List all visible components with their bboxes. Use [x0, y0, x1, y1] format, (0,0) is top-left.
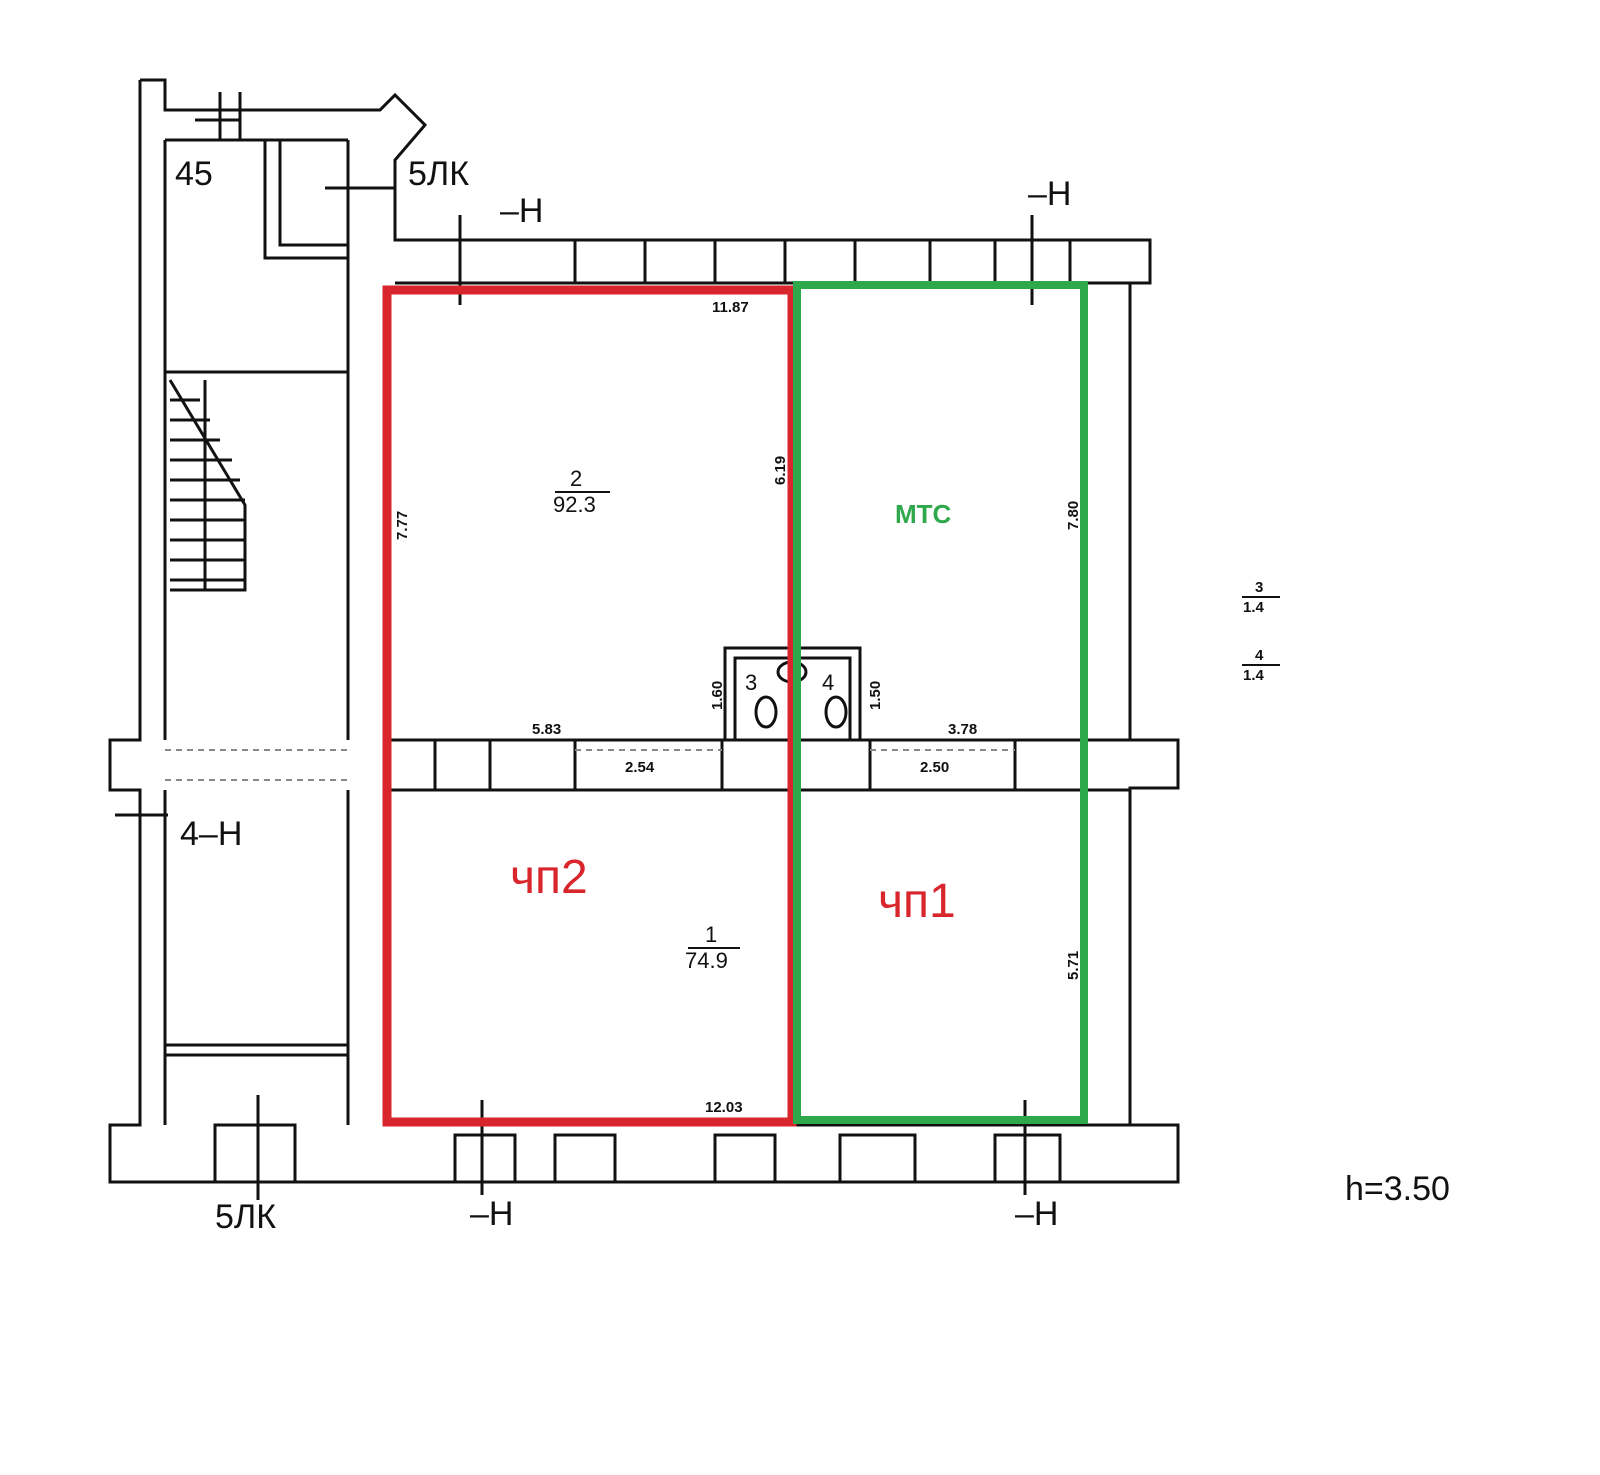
- dim-right-height: 7.80: [1065, 501, 1082, 530]
- zone-mts-label: МТС: [895, 499, 952, 529]
- dim-left-height: 7.77: [394, 511, 411, 540]
- zone-chp2-label: чп2: [510, 851, 588, 904]
- dim-mid-height: 6.19: [772, 456, 789, 485]
- dim-wc-left: 1.60: [709, 681, 726, 710]
- side4-number: 4: [1255, 647, 1264, 664]
- room1-number: 1: [705, 922, 717, 947]
- room1-area: 74.9: [685, 948, 728, 973]
- zone-chp2-outline: [382, 285, 797, 1127]
- dim-right-lower-height: 5.71: [1065, 951, 1082, 980]
- side4-area: 1.4: [1243, 667, 1265, 684]
- side3-number: 3: [1255, 579, 1263, 596]
- label-height: h=3.50: [1345, 1170, 1450, 1208]
- plan-labels: 45 5ЛК 5ЛК 4–Н –Н –Н –Н –Н h=3.50 11.87 …: [175, 155, 1450, 1236]
- zone-chp1-label: чп1: [878, 875, 956, 928]
- label-axis-bottom-right: –Н: [1015, 1195, 1058, 1233]
- label-axis-top-right: –Н: [1028, 175, 1071, 213]
- plan-dashed: [165, 749, 1015, 781]
- dim-right-span: 3.78: [948, 721, 977, 738]
- room2-number: 2: [570, 466, 582, 491]
- label-stair-bottom: 5ЛК: [215, 1198, 276, 1236]
- dim-wc-right: 1.50: [867, 681, 884, 710]
- label-axis-bottom-left: –Н: [470, 1195, 513, 1233]
- dim-left-span: 5.83: [532, 721, 561, 738]
- dim-bottom-width: 12.03: [705, 1099, 743, 1116]
- dim-door-left: 2.54: [625, 759, 655, 776]
- label-axis-4n: 4–Н: [180, 815, 242, 853]
- label-apt45: 45: [175, 155, 213, 193]
- wc3-number: 3: [745, 670, 757, 695]
- dim-top-width: 11.87: [712, 299, 749, 316]
- zone-mts-outline: [793, 281, 1088, 1124]
- label-axis-top-left: –Н: [500, 192, 543, 230]
- side3-area: 1.4: [1243, 599, 1265, 616]
- label-stair-top: 5ЛК: [408, 155, 469, 193]
- plan-walls: [108, 78, 1180, 1200]
- dim-door-right: 2.50: [920, 759, 949, 776]
- room2-area: 92.3: [553, 492, 596, 517]
- wc4-number: 4: [822, 670, 834, 695]
